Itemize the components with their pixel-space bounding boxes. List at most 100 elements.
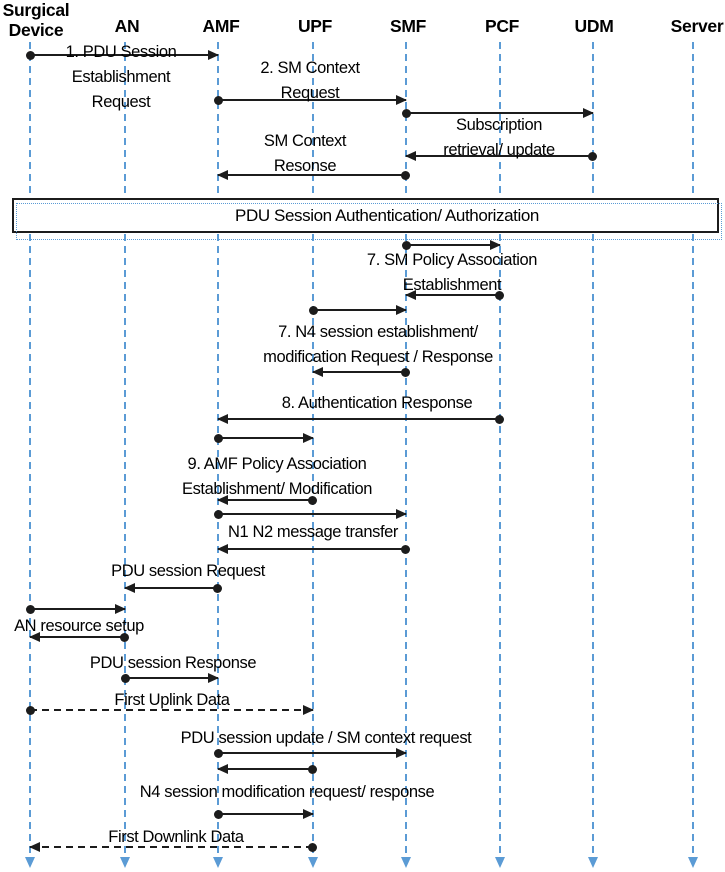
message-arrow-an-resource-setup-0 xyxy=(26,603,126,615)
arrowhead-icon xyxy=(217,764,228,774)
lifeline-server xyxy=(692,42,694,858)
message-label-pdu-session-update-sm-context-request: PDU session update / SM context request xyxy=(181,726,472,751)
message-arrow-pdu-session-update-sm-context-request-1 xyxy=(217,763,317,775)
message-arrow-authentication-response-0 xyxy=(217,413,504,425)
arrow-line xyxy=(30,54,218,56)
arrowhead-icon xyxy=(303,705,314,715)
arrow-origin-dot xyxy=(213,584,222,593)
arrowhead-icon xyxy=(208,50,219,60)
message-label-n4-session-modification: N4 session modification request/ respons… xyxy=(140,780,435,805)
message-label-line: modification Request / Response xyxy=(263,348,493,366)
lifeline-header-text: SMF xyxy=(389,16,427,36)
message-label-line: N1 N2 message transfer xyxy=(227,523,399,541)
message-arrow-pdu-session-update-sm-context-request-0 xyxy=(214,747,407,759)
arrowhead-icon xyxy=(396,748,407,758)
message-label-line: retrieval/ update xyxy=(443,141,555,159)
arrow-origin-dot xyxy=(401,171,410,180)
arrow-origin-dot xyxy=(26,605,35,614)
message-label-line: 7. SM Policy Association xyxy=(366,251,538,269)
message-label-line: Subscription xyxy=(456,116,542,134)
message-label-first-downlink-data: First Downlink Data xyxy=(108,825,244,850)
arrow-line xyxy=(218,513,406,515)
arrow-origin-dot xyxy=(308,843,317,852)
message-label-line: Request xyxy=(280,84,340,102)
lifeline-end-arrow-icon-smf xyxy=(401,857,411,868)
message-arrow-subscription-retrieval-update-1 xyxy=(405,150,597,162)
arrow-origin-dot xyxy=(401,368,410,377)
lifeline-header-amf: AMF xyxy=(202,16,239,36)
arrow-origin-dot xyxy=(308,765,317,774)
arrowhead-icon xyxy=(396,95,407,105)
arrowhead-icon xyxy=(303,809,314,819)
arrow-line xyxy=(218,99,406,101)
lifeline-header-text: AMF xyxy=(202,16,240,36)
message-arrow-n4-session-modification-0 xyxy=(214,808,314,820)
lifeline-header-smf: SMF xyxy=(390,16,426,36)
message-label-line: 9. AMF Policy Association xyxy=(187,455,367,473)
arrowhead-icon xyxy=(115,604,126,614)
arrow-origin-dot xyxy=(495,415,504,424)
message-arrow-subscription-retrieval-update-0 xyxy=(402,107,594,119)
lifeline-header-text: UPF xyxy=(297,16,333,36)
message-arrow-pdu-session-request-0 xyxy=(124,582,222,594)
message-arrow-sm-context-resonse-0 xyxy=(217,169,410,181)
arrowhead-icon xyxy=(217,544,228,554)
message-label-n1-n2-message-transfer: N1 N2 message transfer xyxy=(228,520,398,545)
arrow-line xyxy=(406,244,500,246)
lifeline-header-text: AN xyxy=(114,16,140,36)
lifeline-udm xyxy=(592,42,594,858)
message-label-pdu-session-response: PDU session Response xyxy=(90,651,257,676)
arrow-origin-dot xyxy=(214,810,223,819)
message-label-line: 8. Authentication Response xyxy=(281,394,473,412)
lifeline-header-upf: UPF xyxy=(298,16,332,36)
message-arrow-an-resource-setup-1 xyxy=(29,631,129,643)
lifeline-header-udm: UDM xyxy=(575,16,614,36)
message-arrow-sm-policy-association-establishment-1 xyxy=(405,289,504,301)
message-label-first-uplink-data: First Uplink Data xyxy=(114,688,230,713)
message-label-line: N4 session modification request/ respons… xyxy=(139,783,435,801)
arrow-line xyxy=(406,112,593,114)
message-label-line: AN resource setup xyxy=(14,617,144,635)
lifeline-upf xyxy=(312,42,314,858)
message-label-line: 2. SM Context xyxy=(260,59,360,77)
arrow-origin-dot xyxy=(26,51,35,60)
message-label-pdu-session-request: PDU session Request xyxy=(111,559,265,584)
arrow-origin-dot xyxy=(121,674,130,683)
lifeline-end-arrow-icon-upf xyxy=(308,857,318,868)
arrow-line xyxy=(313,371,406,373)
message-arrow-n1-n2-message-transfer-1 xyxy=(217,543,410,555)
arrow-origin-dot xyxy=(214,96,223,105)
message-label-line: Establishment/ Modification xyxy=(181,480,373,498)
arrowhead-icon xyxy=(405,290,416,300)
arrow-line xyxy=(30,608,125,610)
arrow-origin-dot xyxy=(402,241,411,250)
message-label-line: Request xyxy=(91,93,151,111)
arrow-origin-dot xyxy=(495,291,504,300)
authentication-box-label: PDU Session Authentication/ Authorizatio… xyxy=(235,206,539,225)
arrowhead-icon xyxy=(405,151,416,161)
arrow-line xyxy=(218,813,313,815)
arrow-origin-dot xyxy=(214,434,223,443)
lifeline-header-text: Surgical xyxy=(2,0,70,20)
lifeline-header-text: Server xyxy=(670,16,724,36)
lifeline-end-arrow-icon-amf xyxy=(213,857,223,868)
lifeline-pcf xyxy=(499,42,501,858)
message-label-line: PDU session Request xyxy=(111,562,265,580)
arrow-origin-dot xyxy=(401,545,410,554)
arrow-line xyxy=(313,309,406,311)
message-arrow-sm-context-request-0 xyxy=(214,94,407,106)
message-arrow-pdu-session-response-0 xyxy=(121,672,219,684)
message-label-subscription-retrieval-update: Subscription retrieval/ update xyxy=(443,113,555,163)
arrow-line xyxy=(30,709,313,711)
arrow-line xyxy=(125,677,218,679)
message-arrow-first-downlink-data-0 xyxy=(29,841,317,853)
message-label-n4-session-establishment-modification: 7. N4 session establishment/modification… xyxy=(263,320,493,370)
arrowhead-icon xyxy=(217,414,228,424)
arrow-line xyxy=(218,418,500,420)
lifeline-end-arrow-icon-surgical-device xyxy=(25,857,35,868)
